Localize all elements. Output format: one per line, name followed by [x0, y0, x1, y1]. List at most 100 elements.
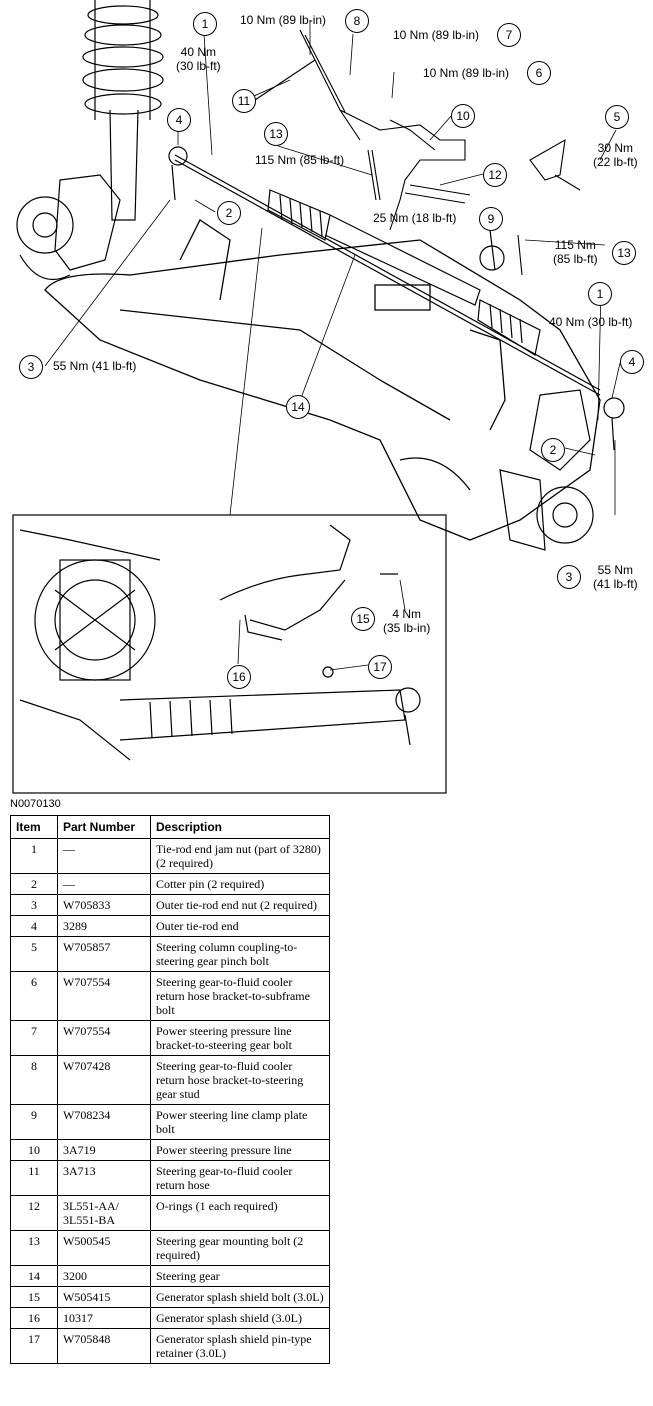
cell-item: 7: [10, 1020, 58, 1056]
cell-part-number: W705857: [57, 936, 151, 972]
leader-lines: [44, 20, 621, 671]
cell-part-number: W705833: [57, 894, 151, 916]
cell-item: 16: [10, 1307, 58, 1329]
torque-label-1b: 40 Nm (30 lb-ft): [549, 315, 633, 329]
callout-3b: 3: [557, 565, 581, 589]
table-row: 1—Tie-rod end jam nut (part of 3280) (2 …: [10, 838, 330, 874]
cell-item: 12: [10, 1195, 58, 1231]
inset-generator: [19, 524, 421, 761]
table-header-row: Item Part Number Description: [10, 815, 330, 839]
cell-part-number: W708234: [57, 1104, 151, 1140]
cell-description: O-rings (1 each required): [150, 1195, 330, 1231]
cell-description: Steering gear-to-fluid cooler return hos…: [150, 1055, 330, 1105]
cell-item: 15: [10, 1286, 58, 1308]
cell-description: Power steering line clamp plate bolt: [150, 1104, 330, 1140]
cell-description: Outer tie-rod end nut (2 required): [150, 894, 330, 916]
callout-4b: 4: [620, 350, 644, 374]
exploded-diagram: 1 2 3 4 5 6 7 8 9 10 11 12 13 14 15 16 1…: [12, 0, 644, 794]
callout-14: 14: [286, 395, 310, 419]
callout-2: 2: [217, 201, 241, 225]
cell-item: 10: [10, 1139, 58, 1161]
cell-item: 5: [10, 936, 58, 972]
cell-item: 1: [10, 838, 58, 874]
right-knuckle: [499, 389, 594, 551]
cell-part-number: 3A719: [57, 1139, 151, 1161]
header-item: Item: [10, 815, 58, 839]
cell-description: Generator splash shield bolt (3.0L): [150, 1286, 330, 1308]
torque-label-8: 10 Nm (89 lb-in): [240, 13, 327, 27]
torque-label-5: 30 Nm (22 lb-ft): [593, 141, 638, 169]
callout-7: 7: [497, 23, 521, 47]
cell-description: Outer tie-rod end: [150, 915, 330, 937]
cell-part-number: 3289: [57, 915, 151, 937]
parts-table-body: 1—Tie-rod end jam nut (part of 3280) (2 …: [10, 838, 330, 1364]
inset-frame: [12, 514, 447, 794]
cell-description: Cotter pin (2 required): [150, 873, 330, 895]
cell-item: 4: [10, 915, 58, 937]
callout-1: 1: [193, 12, 217, 36]
callout-3: 3: [19, 355, 43, 379]
cell-description: Steering gear: [150, 1265, 330, 1287]
cell-part-number: W505415: [57, 1286, 151, 1308]
cell-item: 11: [10, 1160, 58, 1196]
cell-part-number: W707554: [57, 1020, 151, 1056]
callout-9: 9: [479, 207, 503, 231]
cell-item: 14: [10, 1265, 58, 1287]
lines-and-hoses: [254, 29, 581, 276]
cell-item: 17: [10, 1328, 58, 1364]
table-row: 2—Cotter pin (2 required): [10, 873, 330, 895]
strut-spring: [82, 0, 164, 221]
torque-label-13b: 115 Nm (85 lb-ft): [553, 238, 598, 266]
cell-description: Power steering pressure line: [150, 1139, 330, 1161]
callout-8: 8: [345, 9, 369, 33]
cell-description: Tie-rod end jam nut (part of 3280) (2 re…: [150, 838, 330, 874]
figure-id: N0070130: [10, 798, 61, 810]
steering-rack: [174, 154, 601, 396]
callout-15: 15: [351, 607, 375, 631]
torque-label-15: 4 Nm (35 lb-in): [383, 607, 431, 635]
callout-13: 13: [264, 122, 288, 146]
cell-part-number: W707554: [57, 971, 151, 1021]
cell-part-number: 10317: [57, 1307, 151, 1329]
header-part-number: Part Number: [57, 815, 151, 839]
torque-label-3: 55 Nm (41 lb-ft): [53, 359, 137, 373]
callout-10: 10: [451, 104, 475, 128]
subframe: [44, 219, 601, 541]
torque-label-1: 40 Nm (30 lb-ft): [176, 45, 221, 73]
cell-description: Power steering pressure line bracket-to-…: [150, 1020, 330, 1056]
cell-part-number: 3200: [57, 1265, 151, 1287]
cell-item: 8: [10, 1055, 58, 1105]
cell-description: Steering column coupling-to-steering gea…: [150, 936, 330, 972]
cell-part-number: —: [57, 873, 151, 895]
cell-part-number: 3A713: [57, 1160, 151, 1196]
left-knuckle: [16, 174, 121, 281]
callout-6: 6: [527, 61, 551, 85]
cell-part-number: W707428: [57, 1055, 151, 1105]
header-description: Description: [150, 815, 330, 839]
cell-part-number: —: [57, 838, 151, 874]
torque-label-3b: 55 Nm (41 lb-ft): [593, 563, 638, 591]
callout-17: 17: [368, 655, 392, 679]
callout-13b: 13: [612, 241, 636, 265]
callout-16: 16: [227, 665, 251, 689]
torque-label-9: 25 Nm (18 lb-ft): [373, 211, 457, 225]
callout-1b: 1: [588, 282, 612, 306]
cell-description: Generator splash shield (3.0L): [150, 1307, 330, 1329]
cell-part-number: W705848: [57, 1328, 151, 1364]
torque-label-13: 115 Nm (85 lb-ft): [255, 153, 345, 167]
cell-item: 13: [10, 1230, 58, 1266]
tie-rod-ends: [168, 146, 625, 451]
callout-5: 5: [605, 105, 629, 129]
cell-item: 9: [10, 1104, 58, 1140]
